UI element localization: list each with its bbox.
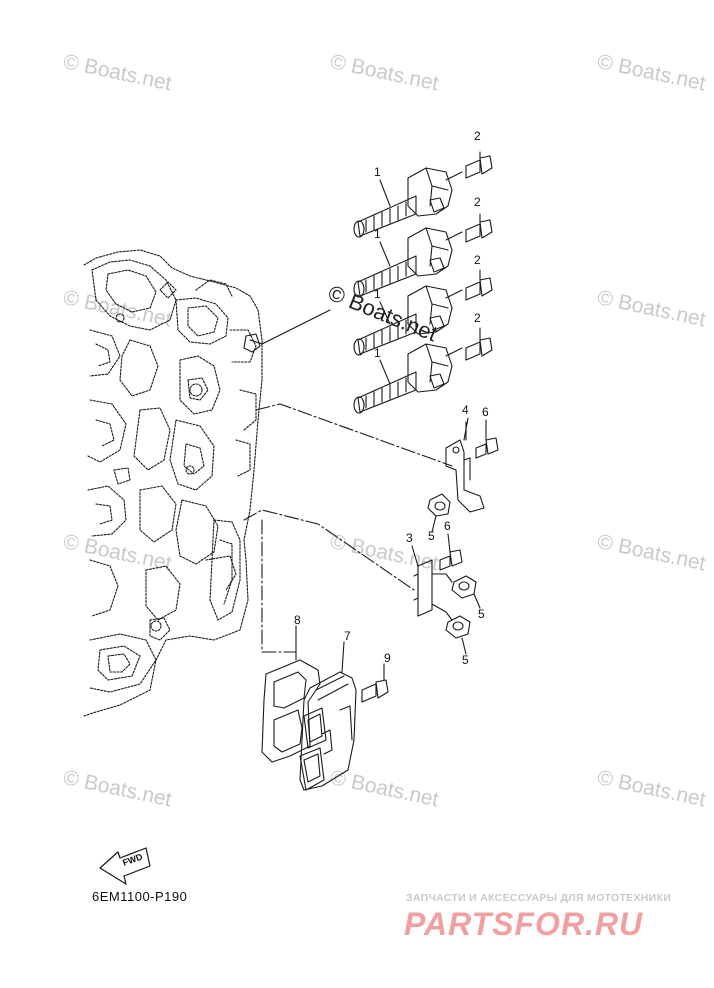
callout-numbers: 1 1 1 1 2 2 2 2 3 4 5 5 5 6 6 7 8 9 FWD: [121, 129, 489, 868]
callout-9: 9: [384, 651, 391, 665]
clamp-5: [451, 575, 481, 609]
ignition-coil-1: [353, 167, 463, 238]
bolt-9: [361, 663, 389, 703]
ignition-coil-4: [353, 343, 463, 414]
fwd-arrow-icon: [99, 847, 151, 885]
leader-lines: [243, 309, 453, 653]
callout-1: 1: [374, 165, 381, 179]
ignition-coil-2: [353, 227, 463, 298]
callout-4: 4: [462, 403, 469, 417]
bolt-6: [475, 419, 499, 459]
ignition-coil-3: [353, 285, 463, 356]
bolt-6: [439, 533, 463, 571]
callout-2: 2: [474, 195, 481, 209]
brand-logo-text: PARTSFOR.RU: [404, 906, 644, 942]
diagram-code: 6EM1100-P190: [92, 889, 188, 904]
bracket-3: [411, 545, 453, 621]
bolt-2: [465, 269, 493, 301]
ecu-7: [299, 641, 357, 791]
callout-1: 1: [374, 227, 381, 241]
callout-1: 1: [374, 346, 381, 360]
bolt-2: [465, 327, 493, 361]
callout-5: 5: [428, 529, 435, 543]
callout-2: 2: [474, 253, 481, 267]
callout-5: 5: [462, 653, 469, 667]
callout-2: 2: [474, 129, 481, 143]
clamp-5: [445, 615, 471, 655]
bolt-2: [465, 151, 493, 179]
clamp-5: [427, 493, 451, 533]
callout-6: 6: [444, 519, 451, 533]
callout-5: 5: [478, 607, 485, 621]
callout-3: 3: [406, 531, 413, 545]
promo-text: ЗАПЧАСТИ И АКСЕССУАРЫ ДЛЯ МОТОТЕХНИКИ: [406, 892, 672, 904]
gasket-8: [261, 625, 321, 763]
callout-7: 7: [344, 629, 351, 643]
bolt-2: [465, 213, 493, 243]
callout-2: 2: [474, 311, 481, 325]
fwd-label: FWD: [121, 851, 144, 868]
callout-leaders: [379, 179, 469, 441]
callout-6: 6: [482, 405, 489, 419]
callout-8: 8: [294, 613, 301, 627]
callout-1: 1: [374, 287, 381, 301]
engine-block: [83, 249, 263, 717]
